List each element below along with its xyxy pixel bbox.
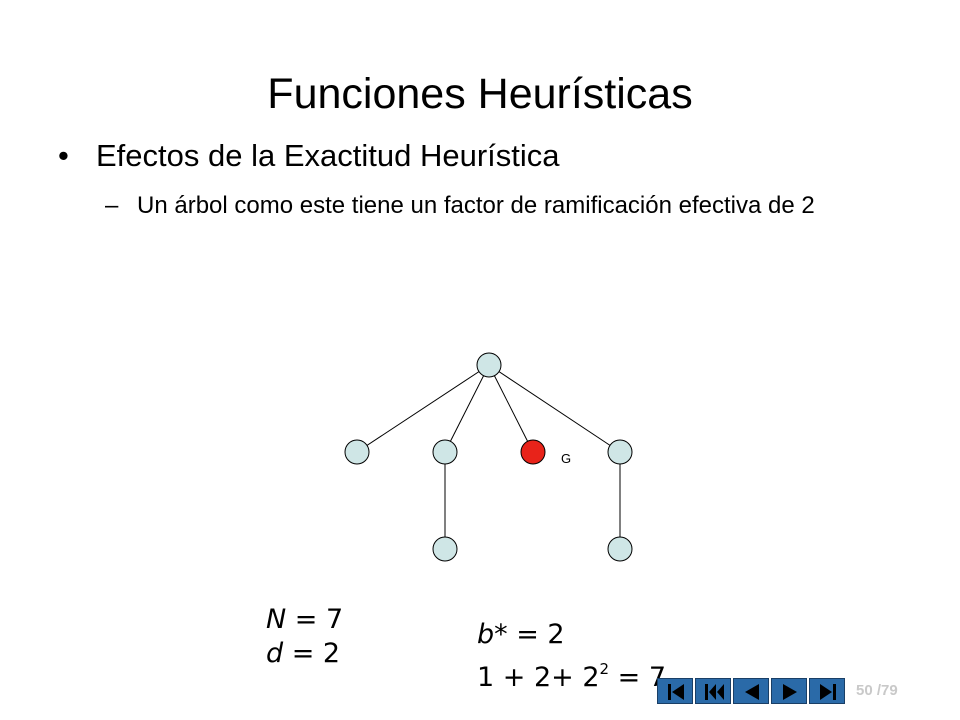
next-icon <box>783 684 797 700</box>
back-button[interactable] <box>695 678 731 704</box>
first-icon <box>668 684 684 700</box>
tree-node <box>432 536 458 562</box>
formula-sum: 1 + 2+ 22 = 7 <box>477 651 666 696</box>
sub-bullet-text: Un árbol como este tiene un factor de ra… <box>137 192 815 219</box>
back-icon <box>705 684 724 700</box>
previous-slide-button[interactable] <box>733 678 769 704</box>
tree-node-root <box>476 352 502 378</box>
sum-exponent: 2 <box>599 660 610 678</box>
tree-edge <box>488 364 534 453</box>
tree-node <box>607 439 633 465</box>
last-icon <box>820 684 836 700</box>
tree-edge <box>488 364 621 453</box>
bullet-marker: • <box>58 138 69 173</box>
tree-node <box>432 439 458 465</box>
b-variable: b* <box>477 619 508 650</box>
b-value: = 2 <box>507 619 565 650</box>
tree-node-goal <box>520 439 546 465</box>
page-number: 50 /79 <box>856 682 898 699</box>
n-variable: N <box>266 604 287 635</box>
sub-bullet-marker: – <box>105 192 119 219</box>
next-slide-button[interactable] <box>771 678 807 704</box>
n-value: = 7 <box>286 604 344 635</box>
formula-d: d = 2 <box>266 636 340 672</box>
sub-bullet-item: – Un árbol como este tiene un factor de … <box>105 190 865 221</box>
formula-b: b* = 2 <box>477 617 565 653</box>
d-value: = 2 <box>283 638 341 669</box>
bullet-text: Efectos de la Exactitud Heurística <box>96 138 560 173</box>
bullet-item: • Efectos de la Exactitud Heurística <box>58 136 560 176</box>
previous-icon <box>745 684 759 700</box>
sum-text: 1 + 2+ 2 <box>477 662 600 693</box>
last-slide-button[interactable] <box>809 678 845 704</box>
d-variable: d <box>266 638 284 669</box>
slide-title: Funciones Heurísticas <box>267 70 693 118</box>
formula-n: N = 7 <box>266 602 343 638</box>
tree-edge <box>356 364 490 453</box>
slide-navigation <box>657 678 845 704</box>
tree-edge <box>444 364 490 453</box>
tree-node <box>607 536 633 562</box>
tree-node <box>344 439 370 465</box>
goal-label: G <box>561 451 571 466</box>
first-slide-button[interactable] <box>657 678 693 704</box>
